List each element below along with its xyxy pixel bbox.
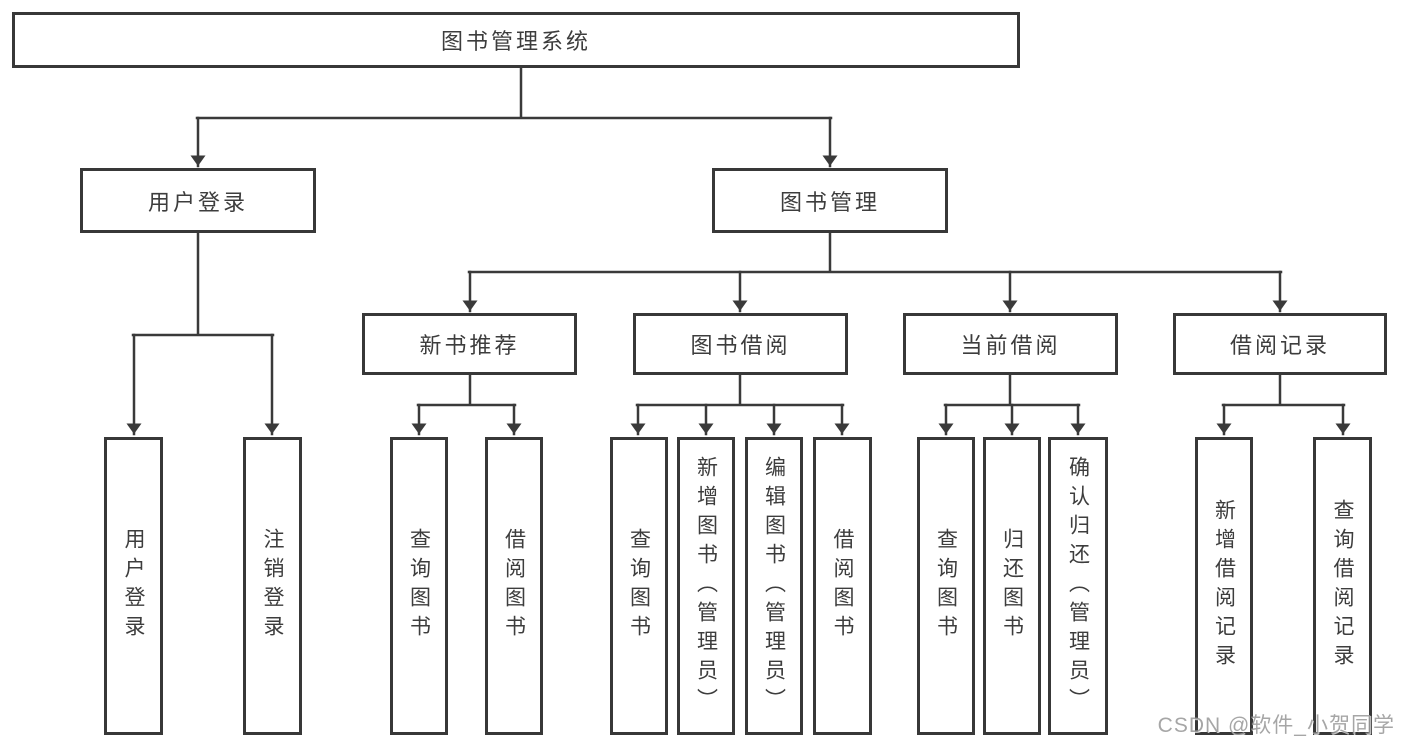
leaf-label: 归还图书	[1000, 528, 1024, 644]
leaf-query-books-1: 查询图书	[390, 437, 448, 735]
node-new-book-recommendation: 新书推荐	[362, 313, 577, 375]
leaf-label: 查询图书	[407, 528, 431, 644]
leaf-logout: 注销登录	[243, 437, 302, 735]
node-current-borrowing: 当前借阅	[903, 313, 1118, 375]
leaf-confirm-return-admin: 确认归还（管理员）	[1048, 437, 1108, 735]
leaf-label: 借阅图书	[502, 528, 526, 644]
leaf-label: 查询图书	[627, 528, 651, 644]
leaf-add-borrow-record: 新增借阅记录	[1195, 437, 1253, 735]
leaf-query-borrow-record: 查询借阅记录	[1313, 437, 1372, 735]
leaf-edit-books-admin: 编辑图书（管理员）	[745, 437, 803, 735]
leaf-borrow-books-1: 借阅图书	[485, 437, 543, 735]
node-user-login: 用户登录	[80, 168, 316, 233]
leaf-label: 确认归还（管理员）	[1066, 455, 1090, 717]
csdn-watermark: CSDN @软件_小贺同学	[1157, 714, 1395, 737]
leaf-label: 新增图书（管理员）	[694, 455, 718, 717]
leaf-query-books-2: 查询图书	[610, 437, 668, 735]
node-library-management-system: 图书管理系统	[12, 12, 1020, 68]
leaf-label: 借阅图书	[831, 528, 854, 644]
leaf-user-login: 用户登录	[104, 437, 163, 735]
leaf-return-books: 归还图书	[983, 437, 1041, 735]
leaf-query-books-3: 查询图书	[917, 437, 975, 735]
leaf-label: 查询图书	[934, 528, 958, 644]
leaf-label: 编辑图书（管理员）	[762, 455, 786, 717]
node-book-management: 图书管理	[712, 168, 948, 233]
node-borrowing-records: 借阅记录	[1173, 313, 1387, 375]
leaf-label: 查询借阅记录	[1331, 499, 1354, 673]
leaf-label: 新增借阅记录	[1212, 499, 1236, 673]
leaf-borrow-books-2: 借阅图书	[813, 437, 872, 735]
leaf-add-books-admin: 新增图书（管理员）	[677, 437, 735, 735]
node-book-borrowing: 图书借阅	[633, 313, 848, 375]
leaf-label: 用户登录	[122, 528, 145, 644]
leaf-label: 注销登录	[261, 528, 284, 644]
